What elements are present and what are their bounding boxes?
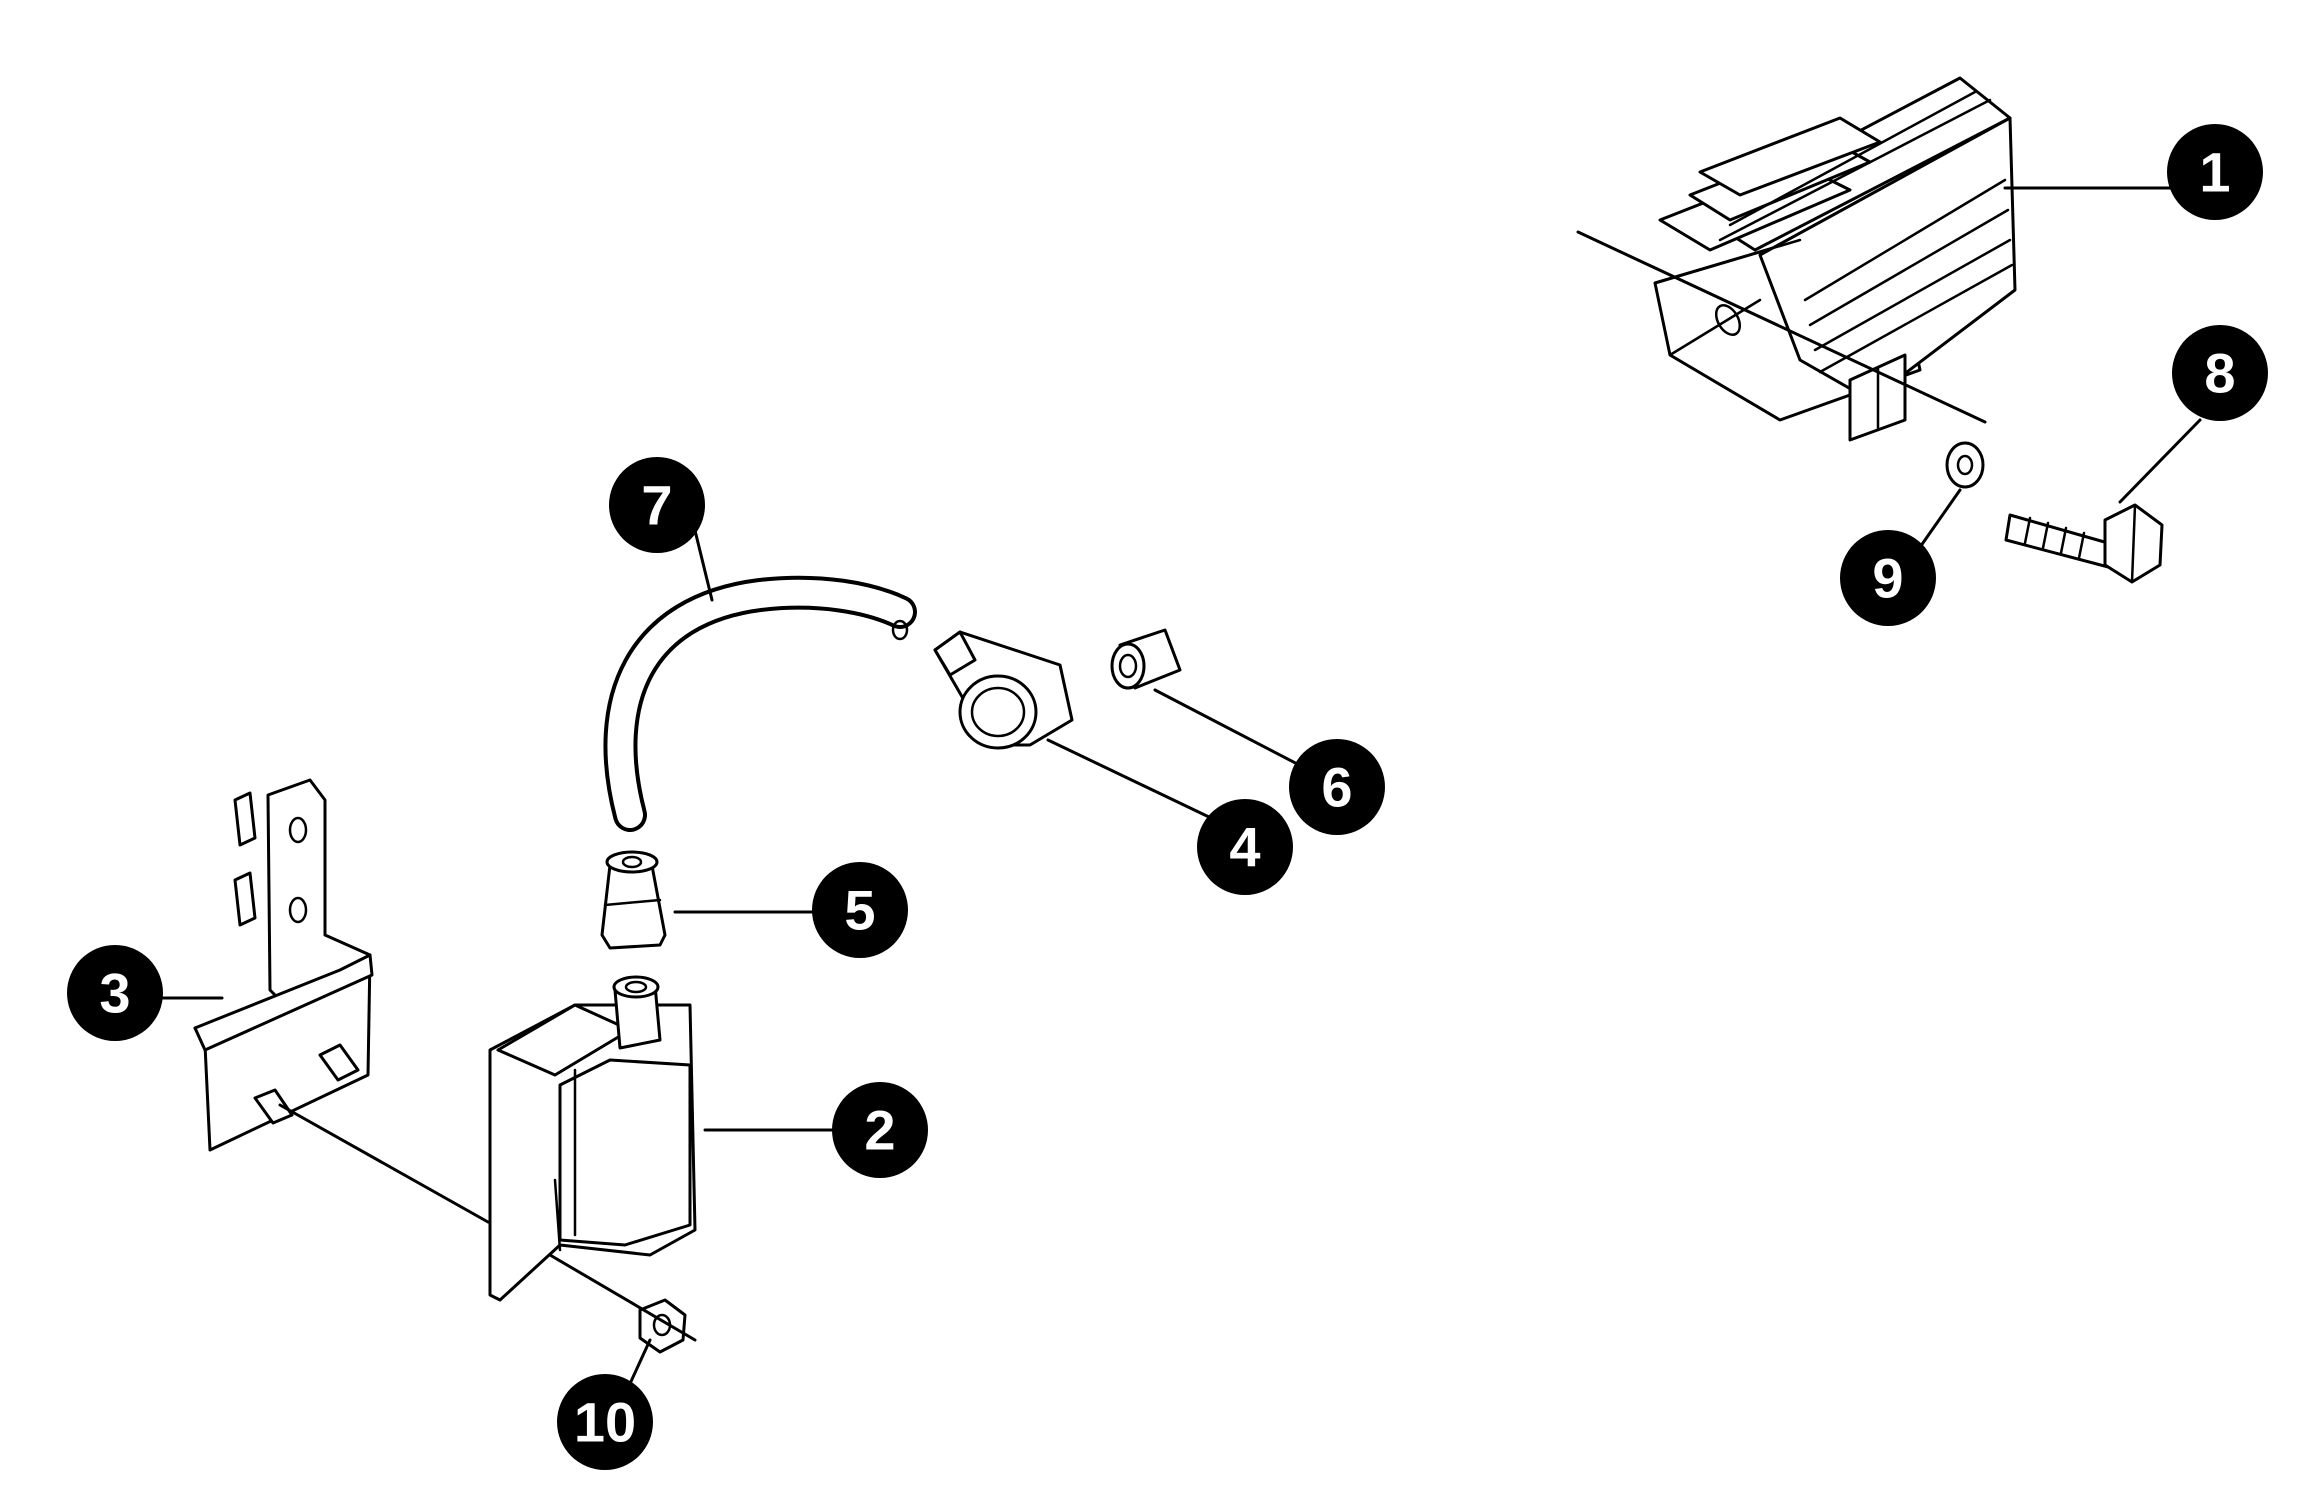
part-1-regulator <box>1653 76 2017 442</box>
callout-9: 9 <box>1840 530 1936 626</box>
part-3-bracket <box>193 778 374 1152</box>
callout-10: 10 <box>557 1374 653 1470</box>
callout-5-label: 5 <box>844 879 875 942</box>
callout-3: 3 <box>67 945 163 1041</box>
callout-6-label: 6 <box>1321 756 1352 819</box>
callout-7-label: 7 <box>641 474 672 537</box>
part-9-washer <box>1945 441 1985 489</box>
callout-8: 8 <box>2172 325 2268 421</box>
part-8-bolt <box>2004 503 2164 584</box>
callout-6: 6 <box>1289 739 1385 835</box>
callout-7: 7 <box>609 457 705 553</box>
part-2-ignition-coil <box>488 975 697 1302</box>
callout-1: 1 <box>2167 124 2263 220</box>
part-5-boot <box>600 850 667 950</box>
part-4-plug-cap <box>933 630 1074 750</box>
callout-9-label: 9 <box>1872 547 1903 610</box>
callout-5: 5 <box>812 862 908 958</box>
callout-8-label: 8 <box>2204 342 2235 405</box>
leader-lines <box>158 186 2202 1390</box>
callout-3-label: 3 <box>99 962 130 1025</box>
part-7-ht-lead <box>603 575 917 832</box>
callout-10-label: 10 <box>574 1391 636 1454</box>
callout-4: 4 <box>1197 799 1293 895</box>
callout-2: 2 <box>832 1082 928 1178</box>
callout-2-label: 2 <box>864 1099 895 1162</box>
part-6-sleeve <box>1110 628 1182 690</box>
callout-4-label: 4 <box>1229 816 1260 879</box>
callout-1-label: 1 <box>2199 141 2230 204</box>
